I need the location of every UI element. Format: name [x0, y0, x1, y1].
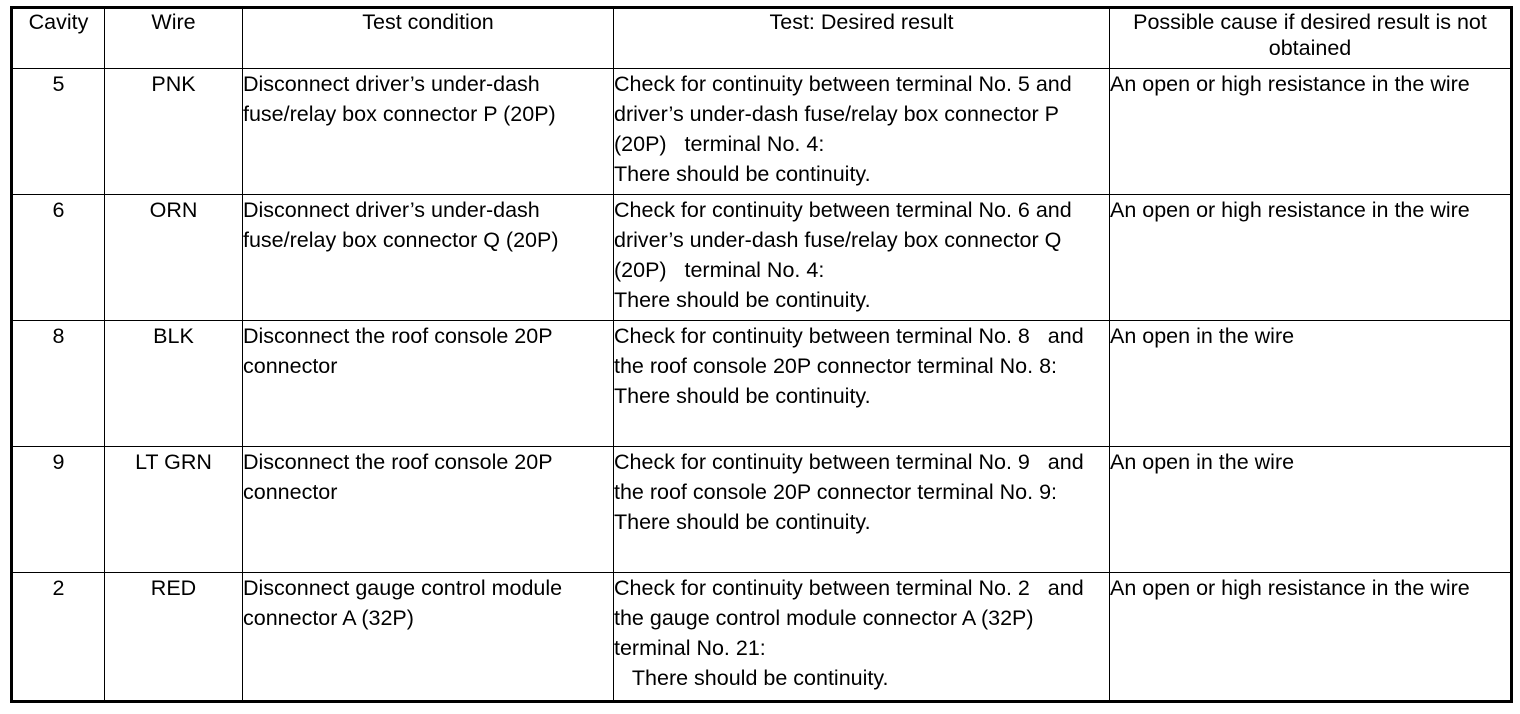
cell-possible-cause: An open in the wire [1109, 320, 1512, 447]
cell-wire: LT GRN [104, 446, 243, 573]
cell-test-desired-result: Check for continuity between terminal No… [613, 194, 1110, 321]
column-header-test-desired-result: Test: Desired result [613, 7, 1110, 69]
cell-possible-cause: An open or high resistance in the wire [1109, 572, 1512, 702]
cell-wire: BLK [104, 320, 243, 447]
cell-test-desired-result: Check for continuity between terminal No… [613, 320, 1110, 447]
cell-cavity: 2 [11, 572, 105, 702]
table-header: Cavity Wire Test condition Test: Desired… [11, 7, 1512, 69]
cell-possible-cause: An open or high resistance in the wire [1109, 194, 1512, 321]
cell-wire: ORN [104, 194, 243, 321]
cell-possible-cause: An open or high resistance in the wire [1109, 68, 1512, 195]
table-header-row: Cavity Wire Test condition Test: Desired… [11, 7, 1512, 69]
column-header-wire: Wire [104, 7, 243, 69]
table-row: 6 ORN Disconnect driver’s under-dash fus… [11, 194, 1512, 321]
cell-test-condition: Disconnect driver’s under-dash fuse/rela… [242, 194, 614, 321]
cell-wire: RED [104, 572, 243, 702]
column-header-possible-cause: Possible cause if desired result is not … [1109, 7, 1512, 69]
column-header-cavity: Cavity [11, 7, 105, 69]
cell-cavity: 5 [11, 68, 105, 195]
table-row: 2 RED Disconnect gauge control module co… [11, 572, 1512, 702]
cell-cavity: 8 [11, 320, 105, 447]
cell-cavity: 6 [11, 194, 105, 321]
table-body: 5 PNK Disconnect driver’s under-dash fus… [11, 68, 1512, 702]
table-row: 5 PNK Disconnect driver’s under-dash fus… [11, 68, 1512, 195]
cell-test-condition: Disconnect the roof console 20P connecto… [242, 446, 614, 573]
cell-test-desired-result: Check for continuity between terminal No… [613, 68, 1110, 195]
continuity-test-table: Cavity Wire Test condition Test: Desired… [10, 6, 1513, 703]
cell-test-condition: Disconnect gauge control module connecto… [242, 572, 614, 702]
table-row: 9 LT GRN Disconnect the roof console 20P… [11, 446, 1512, 573]
cell-possible-cause: An open in the wire [1109, 446, 1512, 573]
column-header-test-condition: Test condition [242, 7, 614, 69]
cell-wire: PNK [104, 68, 243, 195]
cell-test-desired-result: Check for continuity between terminal No… [613, 572, 1110, 702]
table-row: 8 BLK Disconnect the roof console 20P co… [11, 320, 1512, 447]
cell-test-condition: Disconnect driver’s under-dash fuse/rela… [242, 68, 614, 195]
cell-test-condition: Disconnect the roof console 20P connecto… [242, 320, 614, 447]
cell-test-desired-result: Check for continuity between terminal No… [613, 446, 1110, 573]
cell-cavity: 9 [11, 446, 105, 573]
